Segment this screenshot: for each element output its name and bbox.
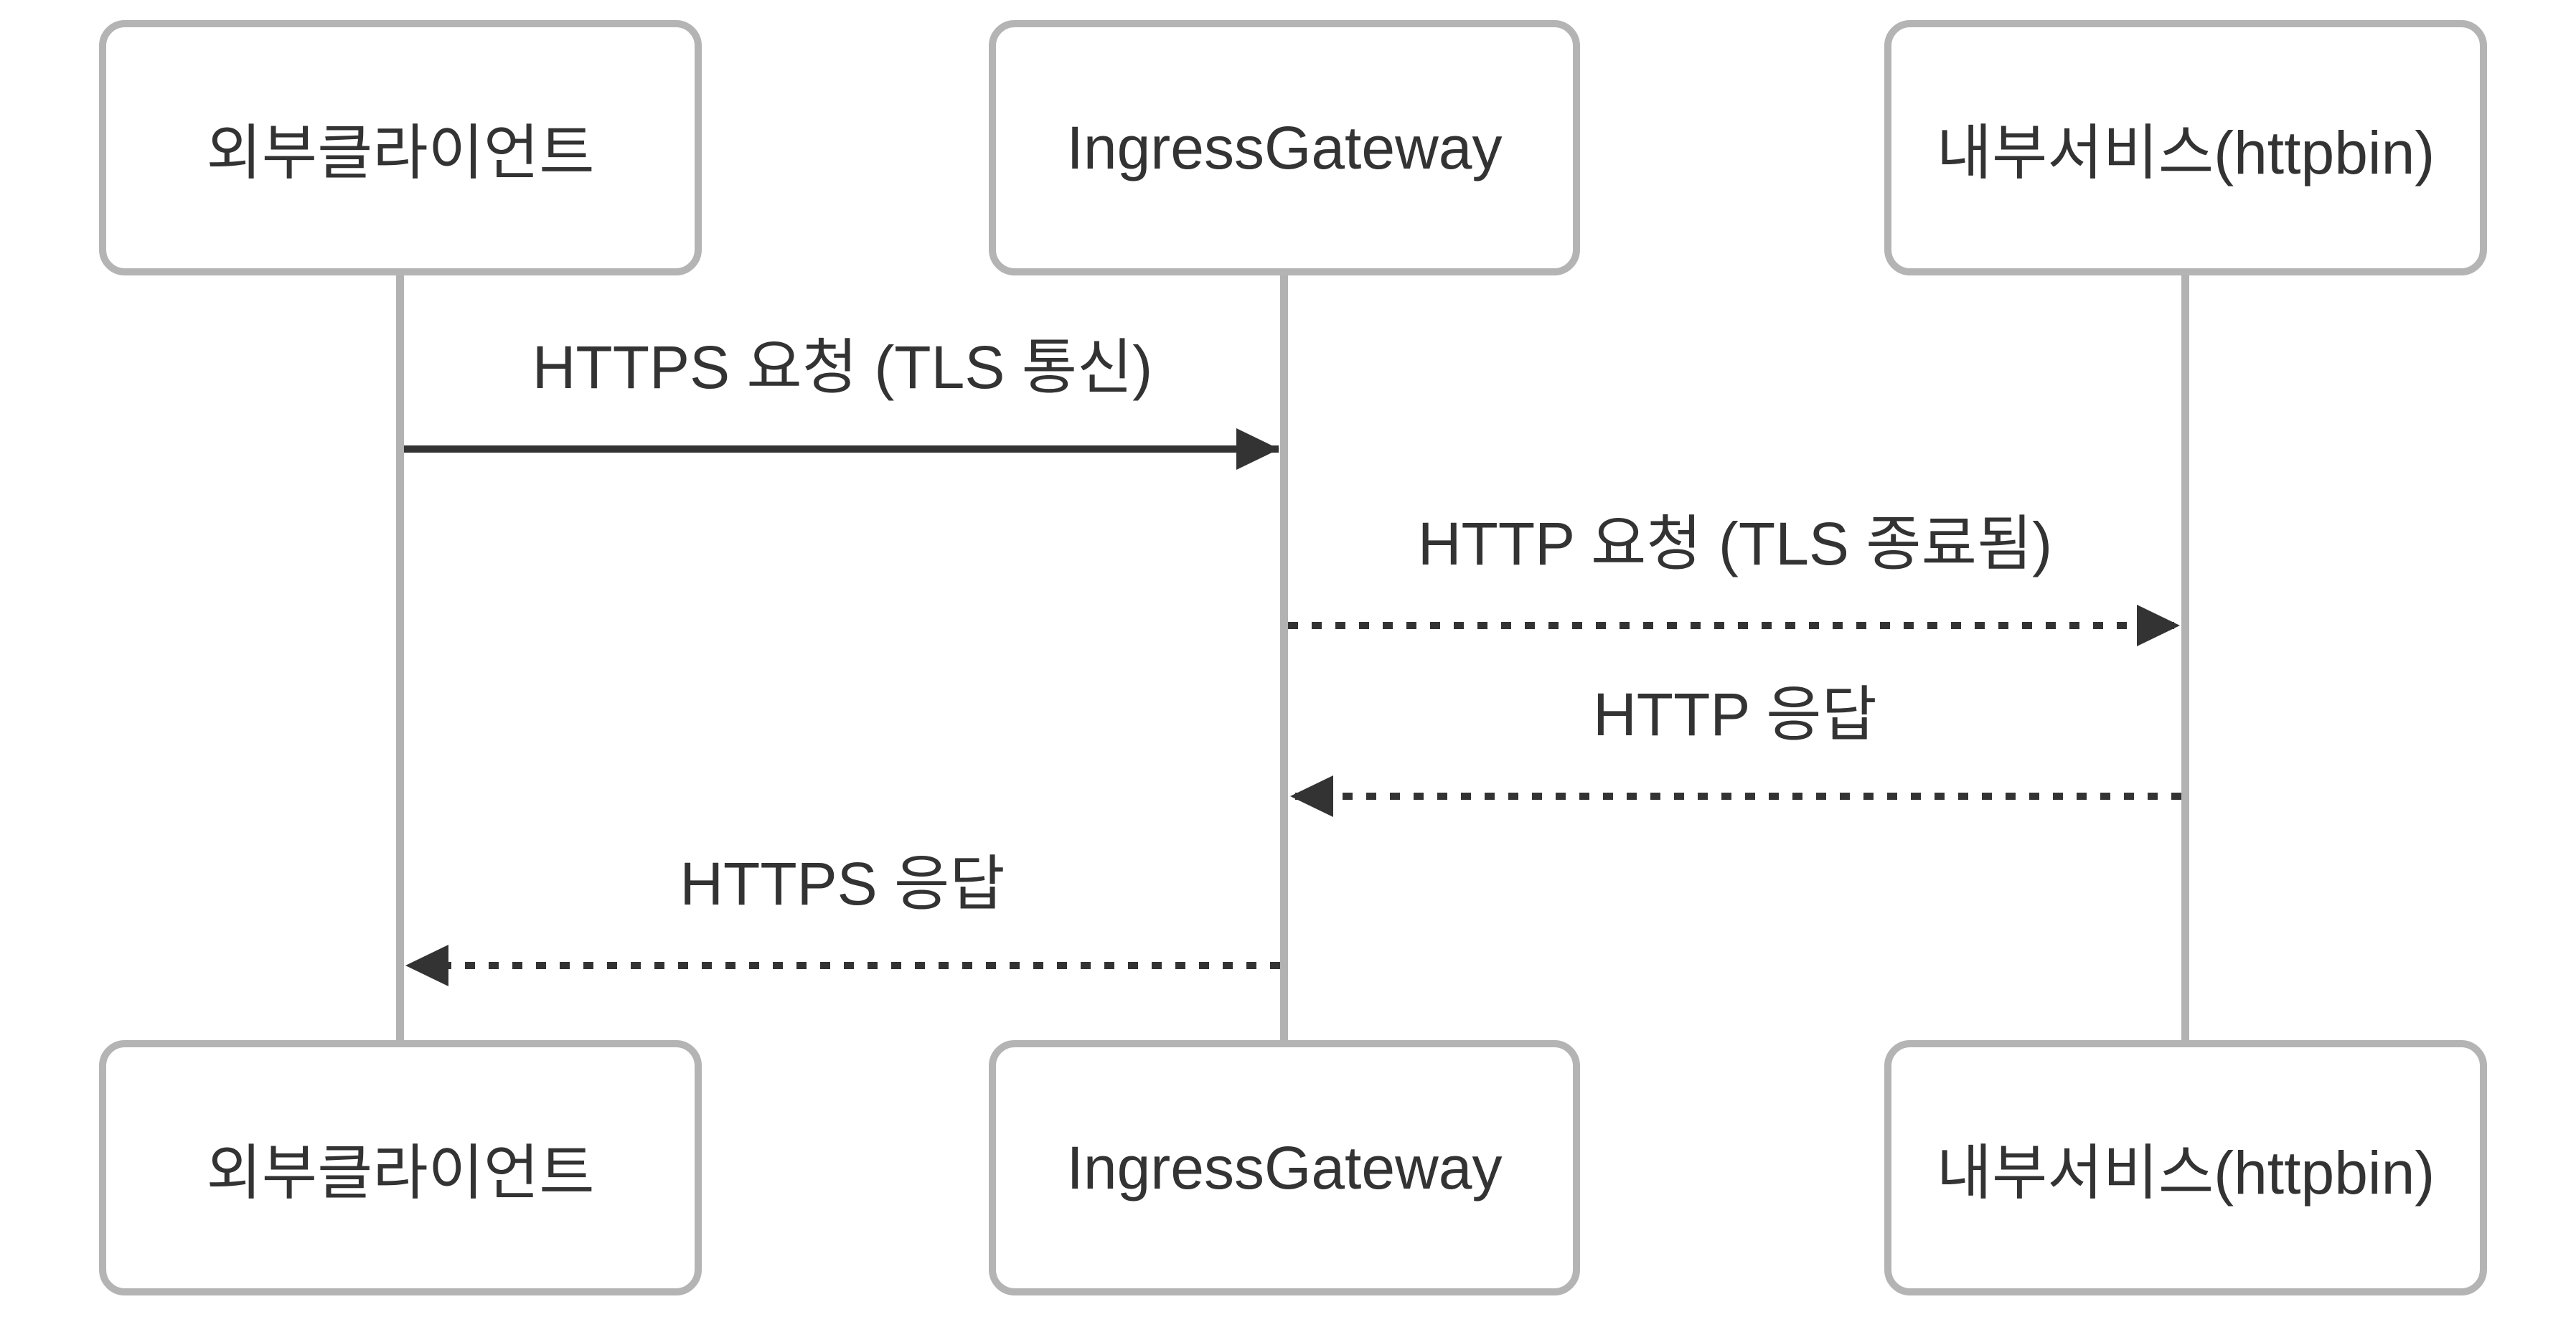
message-label-http-request: HTTP 요청 (TLS 종료됨) <box>1417 510 2053 577</box>
actor-label: 외부클라이언트 <box>206 1138 595 1207</box>
actor-label: 내부서비스(httpbin) <box>1936 118 2435 187</box>
message-label-https-request: HTTPS 요청 (TLS 통신) <box>532 334 1153 401</box>
actor-box-external-client-bottom: 외부클라이언트 <box>99 1040 702 1295</box>
actor-box-ingress-gateway-top: IngressGateway <box>989 20 1580 275</box>
actor-box-external-client-top: 외부클라이언트 <box>99 20 702 275</box>
actor-box-internal-service-top: 내부서비스(httpbin) <box>1884 20 2487 275</box>
lifeline-external-client <box>396 275 404 1042</box>
actor-label: IngressGateway <box>1066 1133 1503 1202</box>
message-label-http-response: HTTP 응답 <box>1593 681 1877 748</box>
actor-box-internal-service-bottom: 내부서비스(httpbin) <box>1884 1040 2487 1295</box>
lifeline-internal-service <box>2181 275 2189 1042</box>
actor-box-ingress-gateway-bottom: IngressGateway <box>989 1040 1580 1295</box>
lifeline-ingress-gateway <box>1280 275 1288 1042</box>
actor-label: 외부클라이언트 <box>206 118 595 187</box>
actor-label: IngressGateway <box>1066 113 1503 181</box>
actor-label: 내부서비스(httpbin) <box>1936 1138 2435 1207</box>
message-label-https-response: HTTPS 응답 <box>680 850 1005 917</box>
